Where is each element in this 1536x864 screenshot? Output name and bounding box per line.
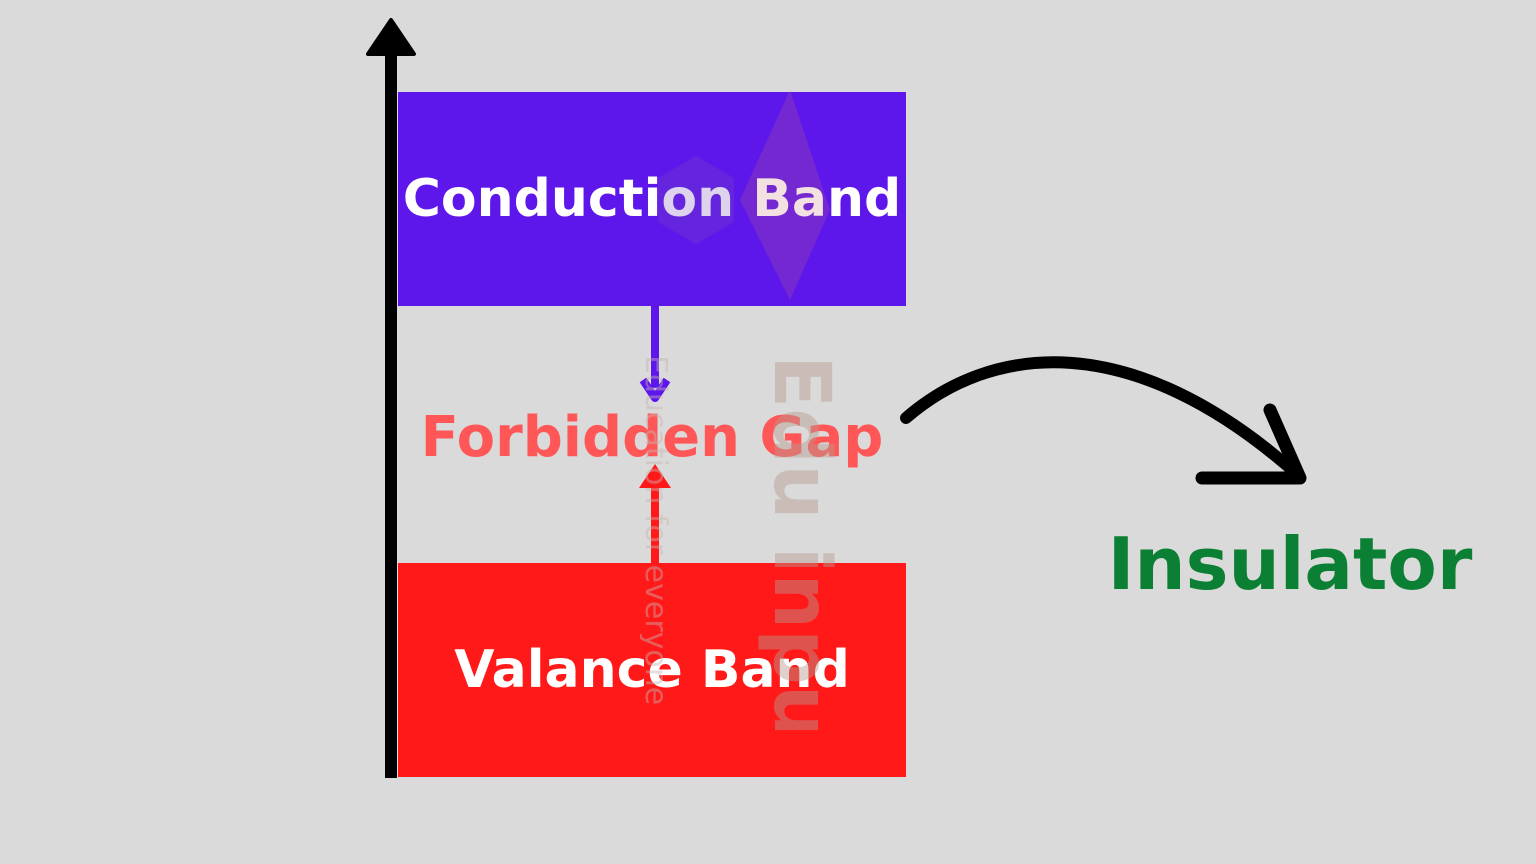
forbidden-gap-label: Forbidden Gap: [420, 405, 884, 470]
insulator-label: Insulator: [1107, 522, 1473, 606]
energy-axis-arrowhead: [366, 18, 416, 56]
valance-up-arrowhead: [639, 464, 671, 488]
conduction-band: Conduction Band: [398, 92, 906, 306]
valance-band-label: Valance Band: [454, 640, 850, 700]
conduction-down-arrowhead: [639, 377, 671, 402]
curved-arrowhead: [1195, 403, 1307, 485]
conduction-band-label: Conduction Band: [402, 169, 902, 229]
valance-band: Valance Band: [398, 563, 906, 777]
curved-arrow: [900, 356, 1304, 481]
